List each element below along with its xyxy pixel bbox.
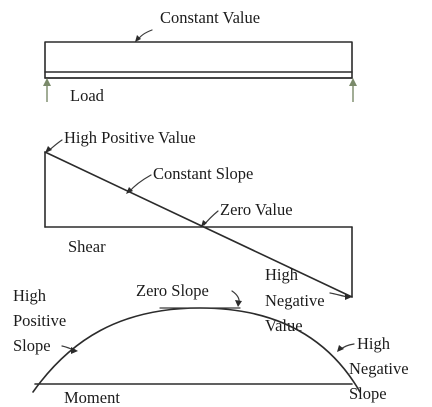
- high-negative-value-pointer-icon: [329, 292, 352, 300]
- constant-slope-pointer-icon: [126, 174, 152, 194]
- constant-value-pointer-icon: [135, 29, 153, 42]
- high-positive-slope-pointer-icon: [61, 345, 78, 354]
- shear-diagram: High Positive Value Constant Slope Zero …: [44, 128, 353, 335]
- zero-value-pointer-icon: [201, 210, 219, 227]
- load-diagram: Constant Value Load: [43, 8, 357, 105]
- high-positive-value-label: High Positive Value: [64, 128, 196, 147]
- moment-curve: [32, 307, 361, 393]
- left-support-arrow-icon: [43, 78, 51, 102]
- zero-value-label: Zero Value: [220, 200, 293, 219]
- load-label: Load: [70, 86, 105, 105]
- zero-slope-label: Zero Slope: [136, 281, 209, 300]
- high-positive-value-pointer-icon: [45, 139, 63, 153]
- high-negative-slope-pointer-icon: [337, 343, 355, 352]
- high-negative-value-line1: High: [265, 265, 299, 284]
- constant-slope-label: Constant Slope: [153, 164, 253, 183]
- constant-value-label: Constant Value: [160, 8, 260, 27]
- shear-label: Shear: [68, 237, 106, 256]
- high-negative-slope-line2: Negative: [349, 359, 409, 378]
- high-negative-slope-line3: Slope: [349, 384, 387, 403]
- high-positive-slope-line2: Positive: [13, 311, 66, 330]
- moment-diagram: Zero Slope High Positive Slope High Nega…: [13, 281, 409, 407]
- high-negative-value-line2: Negative: [265, 291, 325, 310]
- right-support-arrow-icon: [349, 78, 357, 102]
- high-positive-slope-line1: High: [13, 286, 47, 305]
- high-negative-value-line3: Value: [265, 316, 303, 335]
- zero-slope-pointer-icon: [231, 290, 242, 307]
- shear-slope-line: [44, 151, 353, 298]
- high-negative-slope-line1: High: [357, 334, 391, 353]
- moment-label: Moment: [64, 388, 120, 407]
- high-positive-slope-line3: Slope: [13, 336, 51, 355]
